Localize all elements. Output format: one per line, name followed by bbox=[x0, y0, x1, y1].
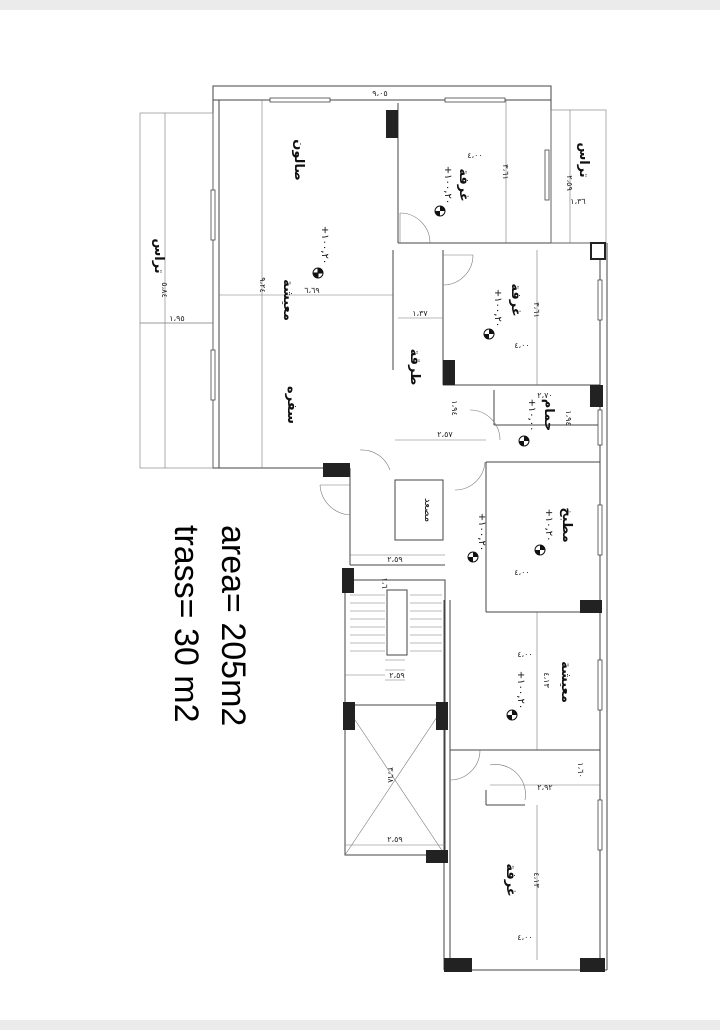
room-label-living-2: معيشة bbox=[558, 661, 573, 703]
room-label-corridor: طرقة bbox=[407, 349, 422, 386]
room-label-bedroom-3: غرفة bbox=[503, 863, 518, 896]
dim-terrace-l: ٥،٨٤ bbox=[160, 282, 169, 297]
room-label-terrace-1: تراس bbox=[151, 238, 166, 273]
room-label-elevator: مصعد bbox=[422, 498, 433, 522]
dim-bed3-d: ٤،١٣ bbox=[532, 872, 541, 888]
level-markers bbox=[312, 205, 546, 721]
level-marker-bath bbox=[518, 435, 530, 447]
dim-hall-w: ٢،٩٢ bbox=[537, 783, 552, 792]
dim-corridor-l: ٢،٥٧ bbox=[437, 430, 453, 439]
dim-bed2-w: ٤،٠٠ bbox=[514, 341, 529, 350]
dim-kitchen-w: ٤،٠٠ bbox=[514, 568, 529, 577]
dim-terrace2b: ١،٣٦ bbox=[570, 197, 585, 206]
room-label-kitchen: مطبخ bbox=[559, 507, 574, 542]
dim-shaft-d: ٣،٦٨ bbox=[386, 767, 395, 783]
level-text-kitchen: +١٠,٢٠ bbox=[543, 508, 554, 541]
level-labels: +١٠٠,٢٠ +١٠٠,٢٠ +١٠٠,٢٠ +١٠,٠٠ +١٠,٢٠ +١… bbox=[319, 166, 554, 709]
floor-plan-drawing: صالون معيشة سفره غرفة غرفة طرقة حمام مطب… bbox=[139, 85, 608, 972]
room-label-dining: سفره bbox=[284, 386, 299, 424]
level-marker-bed1 bbox=[434, 205, 446, 217]
level-text-salon: +١٠٠,٢٠ bbox=[319, 226, 330, 264]
room-label-bedroom-2: غرفة bbox=[508, 283, 523, 316]
level-marker-salon bbox=[312, 267, 324, 279]
dim-bed2-d: ٣،٦١ bbox=[532, 302, 541, 317]
dim-shaft-w: ٢،٥٩ bbox=[387, 835, 402, 844]
dim-bath-d2: ١،٩٤ bbox=[450, 400, 459, 415]
staircase bbox=[344, 579, 446, 706]
dim-living2-w: ٤،٠٠ bbox=[517, 650, 532, 659]
dim-salon-depth: ٩،٢٤ bbox=[258, 277, 267, 292]
columns bbox=[323, 110, 606, 972]
room-labels: صالون معيشة سفره غرفة غرفة طرقة حمام مطب… bbox=[151, 139, 591, 896]
dim-stair-d: ١،٦ bbox=[380, 577, 389, 588]
dim-corridor-w: ١،٣٧ bbox=[412, 309, 428, 318]
dim-bed1-w: ٤،٠٠ bbox=[467, 151, 482, 160]
floor-plan-sheet: صالون معيشة سفره غرفة غرفة طرقة حمام مطب… bbox=[0, 10, 720, 1020]
dim-bath-d: ١،٩٤ bbox=[564, 410, 573, 425]
area-text: area= 205m2 bbox=[214, 525, 252, 726]
level-marker-kitchen bbox=[534, 544, 546, 556]
light-shaft bbox=[344, 704, 446, 856]
area-summary: area= 205m2 trass= 30 m2 bbox=[167, 525, 252, 726]
level-text-kitchen-b: +١٠٠,٢٠ bbox=[476, 513, 487, 551]
dim-terrace-w: ١،٩٥ bbox=[169, 314, 184, 323]
trass-text: trass= 30 m2 bbox=[167, 525, 205, 722]
elevator-shaft bbox=[394, 479, 444, 541]
dim-stair-w: ٢،٥٩ bbox=[387, 555, 402, 564]
level-text-bed1: +١٠٠,٢٠ bbox=[442, 166, 453, 204]
level-text-bed2: +١٠٠,٢٠ bbox=[492, 289, 503, 327]
dim-bed3-w: ٤،٠٠ bbox=[517, 933, 532, 942]
dim-living2-d: ٤،١٣ bbox=[542, 672, 551, 688]
level-marker-bed2 bbox=[483, 328, 495, 340]
door-swings bbox=[359, 212, 526, 801]
entrance-lobby bbox=[319, 468, 445, 566]
room-label-bathroom: حمام bbox=[541, 399, 556, 432]
terrace-right bbox=[550, 109, 607, 244]
level-marker-kitchen-b bbox=[467, 551, 479, 563]
dimension-labels: ٩،٠٥ ٩،٢٤ ٦،٦٩ ٥،٨٤ ١،٩٥ ٤،٠٠ ٣،٦١ ٤،٠٠ … bbox=[160, 89, 586, 942]
dim-hall-d: ١،٦٠ bbox=[576, 762, 585, 777]
room-label-salon: صالون bbox=[291, 139, 306, 181]
dim-bed1-d: ٣،٦١ bbox=[501, 164, 510, 179]
dim-stair-w2: ٢،٥٩ bbox=[389, 671, 404, 680]
dim-bath-w: ٢،٧٠ bbox=[537, 391, 552, 400]
dimension-lines bbox=[140, 100, 600, 960]
terrace-left bbox=[139, 112, 214, 469]
room-label-bedroom-1: غرفة bbox=[456, 168, 471, 201]
level-text-bath: +١٠,٠٠ bbox=[526, 398, 537, 431]
room-label-terrace-2: تراس bbox=[576, 142, 591, 177]
room-label-reception: معيشة bbox=[280, 279, 295, 321]
dim-reception-w: ٦،٦٩ bbox=[304, 286, 319, 295]
dim-terrace2: ٢،٥٩ bbox=[565, 175, 574, 190]
level-marker-living2 bbox=[506, 709, 518, 721]
level-text-living2: +١٠٠,٢٠ bbox=[515, 671, 526, 709]
dim-overall-width: ٩،٠٥ bbox=[372, 89, 387, 98]
windows bbox=[210, 97, 603, 851]
